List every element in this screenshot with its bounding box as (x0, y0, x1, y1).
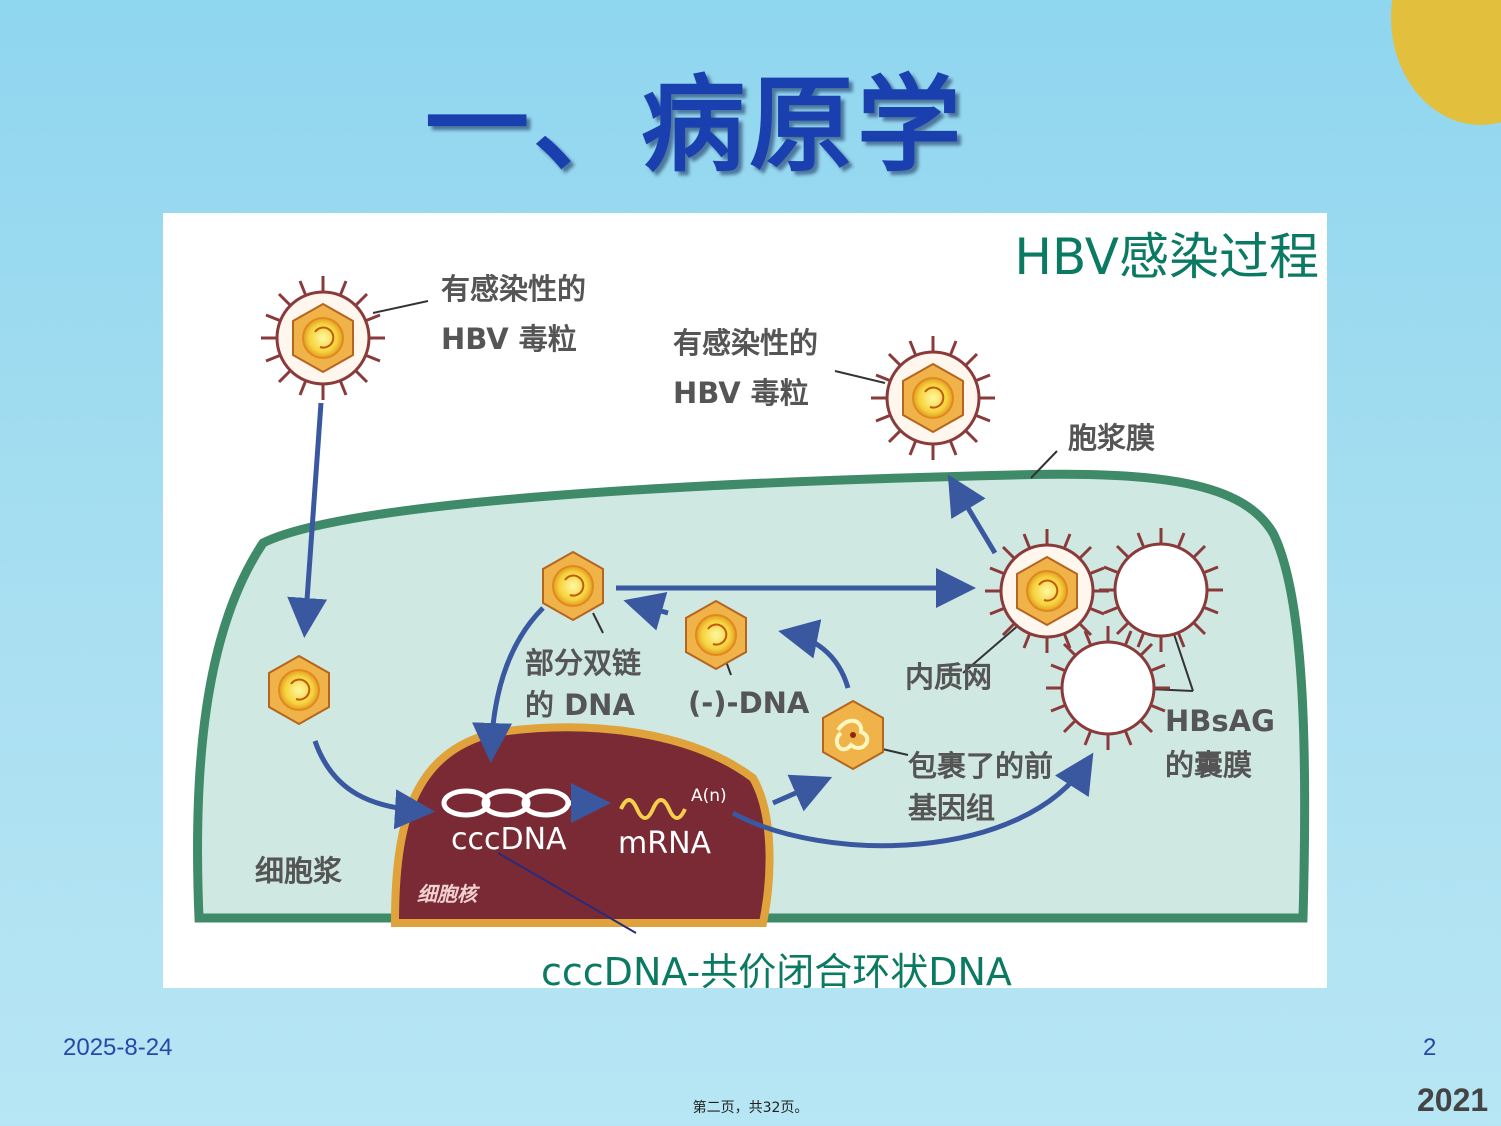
label-pregenome-2: 基因组 (908, 791, 995, 825)
hbv-diagram: 有感染性的 HBV 毒粒 有感染性的 HBV 毒粒 胞浆膜 部分双链 的 DNA… (192, 272, 1310, 934)
label-partial-ds-2: 的 DNA (525, 688, 635, 722)
page-info: 第二页，共32页。 (692, 1100, 809, 1116)
label-infectious-1: 有感染性的 (441, 272, 586, 306)
er-virion (985, 529, 1109, 653)
slide-number: 2 (1423, 1034, 1437, 1061)
label-partial-ds-1: 部分双链 (525, 646, 641, 680)
label-hbv-virion-1: HBV 毒粒 (441, 322, 577, 356)
label-cccdna: cccDNA (451, 822, 567, 857)
label-infectious-2: 有感染性的 (673, 326, 818, 360)
hbsag-envelope-2 (1046, 626, 1170, 750)
label-poly-a: A(n) (691, 786, 727, 806)
label-hbv-virion-2: HBV 毒粒 (673, 376, 809, 410)
hbv-infection-figure: 有感染性的 HBV 毒粒 有感染性的 HBV 毒粒 胞浆膜 部分双链 的 DNA… (163, 213, 1327, 988)
label-minus-dna: (-)-DNA (688, 686, 810, 720)
figure-caption: cccDNA-共价闭合环状DNA (541, 950, 1012, 988)
figure-title: HBV感染过程 (1014, 228, 1319, 286)
label-pregenome-1: 包裹了的前 (908, 749, 1053, 783)
hbsag-envelope-1 (1099, 528, 1223, 652)
encapsidated-pregenome (822, 699, 884, 771)
label-hbsag-2: 的囊膜 (1165, 748, 1252, 782)
label-hbsag-1: HBsAG (1165, 704, 1275, 738)
infectious-virion-released (871, 336, 995, 460)
infectious-virion-entering (261, 276, 385, 400)
footer-date: 2025-8-24 (63, 1034, 173, 1061)
label-plasma-membrane: 胞浆膜 (1068, 421, 1155, 455)
corner-decoration (1391, 0, 1501, 125)
slide-title: 一、病原学 (425, 64, 966, 186)
process-arrows (287, 402, 1094, 849)
label-cytoplasm: 细胞浆 (255, 854, 343, 888)
label-mrna: mRNA (618, 826, 712, 861)
year-label: 2021 (1417, 1082, 1489, 1118)
mrna-symbol (619, 798, 687, 820)
label-nucleus: 细胞核 (417, 882, 481, 906)
label-er: 内质网 (905, 660, 992, 694)
